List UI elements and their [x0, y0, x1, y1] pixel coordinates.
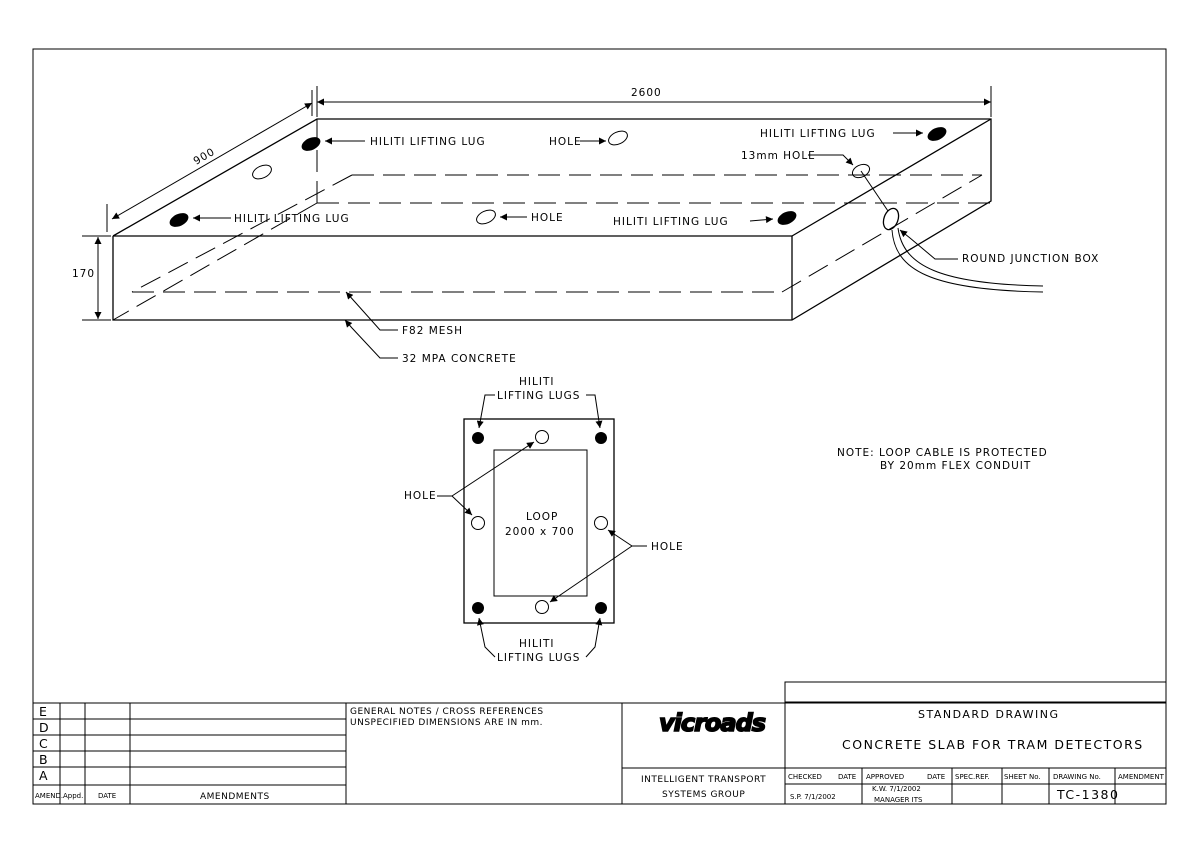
isometric-slab: [112, 118, 992, 321]
lifting-lug-marker: [301, 137, 321, 151]
group-line1: INTELLIGENT TRANSPORT: [641, 775, 766, 785]
sheet-border: [32, 48, 1167, 805]
label-junction-box: ROUND JUNCTION BOX: [962, 253, 1099, 265]
height-dimension-text: 170: [72, 268, 95, 280]
amend-letter-a: A: [39, 768, 49, 783]
drawing-title: CONCRETE SLAB FOR TRAM DETECTORS: [842, 737, 1144, 752]
vicroads-logo: vicroads: [659, 709, 766, 737]
drawing-no-label: DRAWING No.: [1053, 773, 1101, 781]
label-hole-top: HOLE: [549, 136, 582, 148]
plan-view: [463, 418, 615, 624]
hole-marker: [476, 209, 496, 225]
approved-value-line2: MANAGER ITS: [874, 796, 923, 804]
sheet-no-label: SHEET No.: [1004, 773, 1041, 781]
loop-label: LOOP: [526, 511, 558, 523]
junction-box-marker: [882, 207, 900, 231]
amend-letter-e: E: [39, 704, 48, 719]
approved-label: APPROVED: [866, 773, 904, 781]
loop-rectangle: [493, 449, 588, 597]
amend-letter-d: D: [39, 720, 50, 735]
plan-lugs-bottom-line2: LIFTING LUGS: [497, 652, 580, 664]
dimension-length: 2600: [316, 86, 992, 117]
amend-header-amendments: AMENDMENTS: [200, 792, 270, 802]
approved-value-line1: K.W. 7/1/2002: [872, 785, 921, 793]
group-line2: SYSTEMS GROUP: [662, 790, 745, 800]
label-lug-right-top: HILITI LIFTING LUG: [760, 128, 876, 140]
plan-hole-right: HOLE: [651, 541, 684, 553]
checked-date-label: DATE: [838, 773, 856, 781]
amend-header-amend: AMEND.: [35, 792, 63, 800]
hole-marker: [608, 130, 628, 146]
label-lug-left-bottom: HILITI LIFTING LUG: [234, 213, 350, 225]
label-mesh: F82 MESH: [402, 325, 463, 337]
amend-letter-c: C: [39, 736, 49, 751]
plan-lugs-top-line2: LIFTING LUGS: [497, 390, 580, 402]
amend-header-date: DATE: [98, 792, 116, 800]
general-notes-line1: GENERAL NOTES / CROSS REFERENCES: [350, 707, 544, 717]
lifting-lug-marker: [777, 211, 797, 225]
standard-drawing-label: STANDARD DRAWING: [918, 708, 1059, 721]
label-lug-left-top: HILITI LIFTING LUG: [370, 136, 486, 148]
dimension-height: 170: [72, 235, 111, 321]
label-lug-right-bottom: HILITI LIFTING LUG: [613, 216, 729, 228]
amend-letter-b: B: [39, 752, 49, 767]
approved-date-label: DATE: [927, 773, 945, 781]
general-notes-line2: UNSPECIFIED DIMENSIONS ARE IN mm.: [350, 718, 543, 728]
title-block: [33, 681, 1167, 804]
loop-dimensions: 2000 x 700: [505, 526, 575, 538]
checked-value: S.P. 7/1/2002: [790, 793, 836, 801]
hole-marker: [252, 164, 272, 180]
plan-lugs-bottom-line1: HILITI: [519, 638, 554, 650]
spec-ref-label: SPEC.REF.: [955, 773, 990, 781]
label-13mm-hole: 13mm HOLE: [741, 150, 816, 162]
drawing-number: TC-1380: [1056, 787, 1119, 802]
length-dimension-text: 2600: [631, 87, 662, 99]
width-dimension-text: 900: [192, 146, 218, 168]
plan-lugs-top-line1: HILITI: [519, 376, 554, 388]
amendment-label: AMENDMENT: [1118, 773, 1165, 781]
plan-hole-left: HOLE: [404, 490, 437, 502]
amend-header-appd: Appd.: [63, 792, 83, 800]
lifting-lug-marker: [927, 127, 947, 141]
checked-label: CHECKED: [788, 773, 822, 781]
label-concrete: 32 MPA CONCRETE: [402, 353, 517, 365]
note-line2: BY 20mm FLEX CONDUIT: [880, 460, 1031, 472]
note-line1: NOTE: LOOP CABLE IS PROTECTED: [837, 447, 1048, 459]
lifting-lug-marker: [169, 213, 189, 227]
hole-marker: [851, 163, 871, 179]
dimension-width: 900: [106, 90, 313, 232]
label-hole-mid: HOLE: [531, 212, 564, 224]
